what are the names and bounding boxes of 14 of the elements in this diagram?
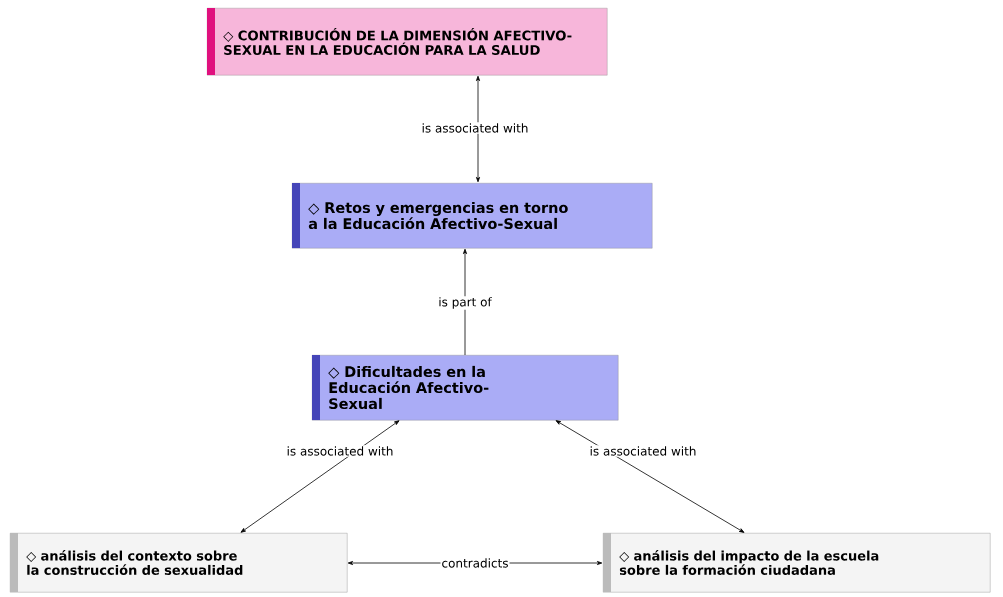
- concept-box: ◇ Retos y emergencias en torno a la Educación Afectivo-Sexual: [292, 183, 653, 249]
- concept-box: ◇ CONTRIBUCIÓN DE LA DIMENSIÓN AFECTIVO-SEXUAL EN LA EDUCACIÓN PARA LA SALUD: [207, 8, 608, 76]
- edge-label: contradicts: [440, 557, 510, 569]
- arrow: [555, 420, 745, 533]
- edge-label: is associated with: [285, 445, 395, 457]
- concept-box: ◇ análisis del impacto de la escuela sobre la formación ciudadana: [603, 533, 991, 593]
- concept-box: ◇ Dificultades en la Educación Afectivo-Sexual: [312, 355, 619, 421]
- edge-label: is associated with: [588, 445, 698, 457]
- edge-label: is associated with: [420, 122, 530, 134]
- arrow: [476, 75, 480, 183]
- edge-label: is part of: [437, 296, 493, 310]
- arrow: [463, 248, 467, 356]
- concept-box: ◇ análisis del contexto sobre la construcción de sexualidad: [10, 533, 348, 593]
- arrow: [240, 420, 400, 533]
